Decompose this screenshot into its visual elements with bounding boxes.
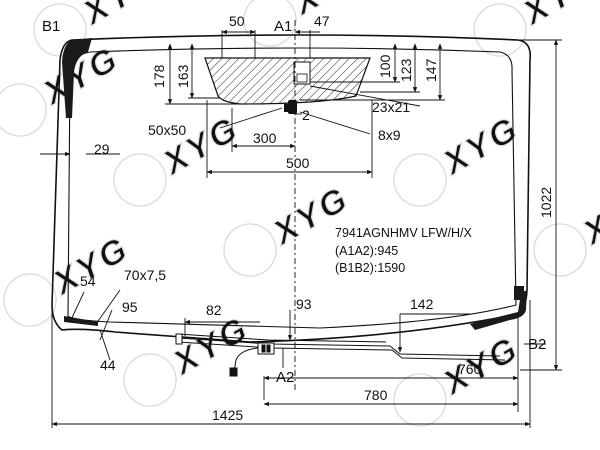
heater-wire	[177, 341, 506, 361]
connector-plug	[229, 367, 238, 377]
dim-8x9-label: 8x9	[378, 127, 401, 143]
sensor-area	[204, 57, 371, 114]
point-b2-label: B2	[528, 336, 546, 353]
connector-pin	[266, 344, 271, 353]
watermark-logo: XYG	[393, 108, 527, 207]
dim-70x7_5-label: 70x7,5	[124, 267, 166, 283]
watermark-logo: XYG	[533, 178, 600, 277]
part-b1b2: (B1B2):1590	[335, 261, 405, 275]
watermark-logo: XYG	[113, 108, 247, 207]
dim-300-label: 300	[253, 130, 277, 146]
heater-lines	[175, 333, 506, 377]
watermark-logo: XYG	[123, 308, 257, 407]
mirror-mount-pad	[284, 104, 288, 112]
hatched-frit-area	[204, 57, 371, 105]
print-band-right-mark	[514, 286, 524, 300]
svg-text:XYG: XYG	[285, 0, 376, 23]
dim-1022-label: 1022	[538, 187, 554, 218]
part-a1a2: (A1A2):945	[335, 244, 398, 258]
dim-50x50-label: 50x50	[148, 122, 186, 138]
heater-wire	[177, 337, 501, 357]
leader-54	[69, 291, 85, 323]
point-b1-label: B1	[42, 18, 60, 35]
print-band-left-bottom	[64, 316, 98, 326]
mirror-mount	[288, 100, 297, 114]
connector-block	[257, 342, 275, 355]
dim-178-label: 178	[151, 64, 167, 88]
dim-500-label: 500	[286, 155, 310, 171]
heater-wire	[177, 333, 387, 343]
glass-inner-edge	[67, 47, 517, 329]
dim-100-label: 100	[377, 54, 393, 78]
leader-8x9	[299, 111, 371, 135]
dim-2-label: 2	[302, 107, 310, 123]
leader-23x21	[309, 85, 421, 107]
print-band-top-left	[62, 38, 92, 118]
dim-147-label: 147	[423, 58, 439, 82]
dimension-lines	[40, 20, 562, 428]
svg-text:XYG: XYG	[265, 179, 356, 253]
dim-1425-label: 1425	[212, 407, 243, 423]
dim-44-label: 44	[100, 357, 116, 373]
part-code: 7941AGNHMV LFW/H/X	[335, 226, 473, 240]
svg-text:XYG: XYG	[515, 0, 600, 33]
dim-50-label: 50	[229, 13, 245, 29]
watermark-logo: XYG	[243, 0, 377, 47]
dim-82-label: 82	[206, 302, 222, 318]
dim-47-label: 47	[314, 13, 330, 29]
dim-760-label: 760	[458, 361, 482, 377]
dim-163-label: 163	[175, 64, 191, 88]
leader-70x7_5	[95, 289, 121, 325]
point-a2-label: A2	[276, 369, 294, 386]
dim-142-label: 142	[410, 296, 434, 312]
leader-50x50	[219, 107, 283, 129]
watermark-logo: XYG	[473, 0, 600, 57]
connector-lead	[233, 347, 259, 373]
camera-window-inner	[296, 73, 308, 83]
left-wire-pad	[175, 333, 183, 345]
dim-29-label: 29	[94, 141, 110, 157]
dim-123-label: 123	[398, 58, 414, 82]
connector-pin	[261, 344, 266, 353]
dim-780-label: 780	[364, 387, 388, 403]
text-labels: B1 B2 A1 A2 50 47 178 163 100 123 147 23…	[42, 13, 554, 423]
svg-text:XYG: XYG	[575, 179, 600, 253]
dim-54-label: 54	[80, 273, 96, 289]
dim-23x21-label: 23x21	[372, 99, 410, 115]
dim-95-label: 95	[122, 299, 138, 315]
point-a1-label: A1	[274, 18, 292, 35]
svg-text:XYG: XYG	[75, 0, 166, 33]
leader-44	[99, 329, 111, 361]
svg-text:XYG: XYG	[45, 229, 136, 303]
dim-93-label: 93	[296, 296, 312, 312]
watermark-logo: XYG	[393, 328, 527, 427]
